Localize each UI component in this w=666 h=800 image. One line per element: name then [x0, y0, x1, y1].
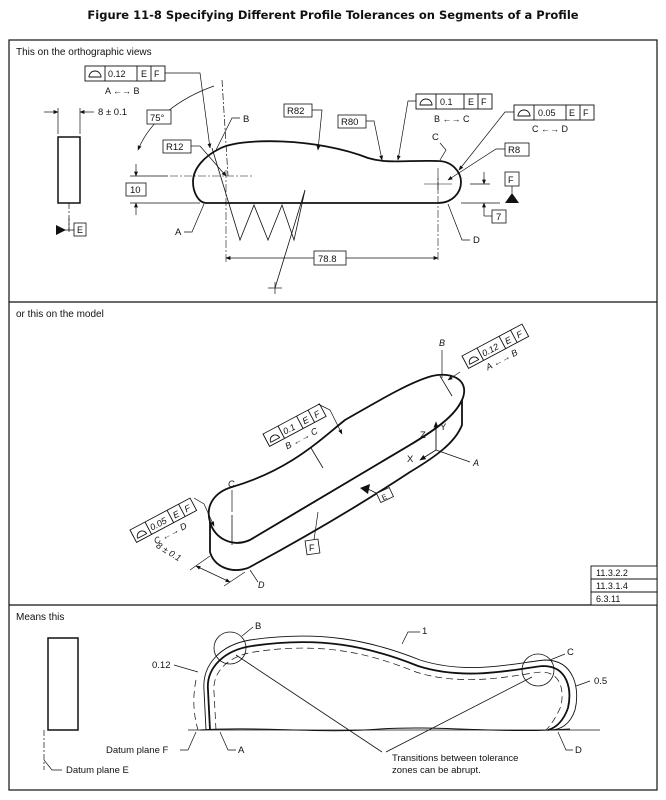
panel-orthographic: This on the orthographic views 8 ± 0.1 E: [16, 47, 595, 294]
panel-model-caption: or this on the model: [16, 309, 104, 320]
ortho-radius-r12: R12: [166, 142, 183, 153]
ortho-fcf-c-d: 0.05 E F C ←→ D: [458, 104, 595, 171]
model-ref-2: 11.3.1.4: [596, 581, 628, 591]
ortho-dim-78-8: 78.8: [318, 254, 337, 265]
ortho-datum-f: F: [508, 175, 514, 185]
model-point-b: B: [439, 338, 445, 348]
svg-text:E: E: [569, 108, 575, 118]
outer-frame: [8, 39, 658, 791]
ortho-fcf-a-b: 0.12 E F A ←→ B: [84, 65, 212, 149]
svg-text:C ←→ D: C ←→ D: [532, 124, 569, 134]
ortho-point-a: A: [175, 227, 182, 238]
means-tol-05: 0.5: [594, 676, 607, 687]
means-datum-e: Datum plane E: [66, 765, 129, 776]
svg-text:F: F: [481, 97, 487, 107]
means-point-a: A: [238, 745, 245, 756]
ortho-dim-10: 10: [130, 185, 141, 196]
ortho-point-d: D: [473, 235, 480, 246]
svg-text:B ←→ C: B ←→ C: [434, 114, 470, 124]
model-axis-x: X: [407, 454, 414, 465]
svg-text:E: E: [301, 414, 312, 426]
svg-text:F: F: [183, 503, 193, 515]
panel-means: Means this Datum plane E Datum plane F 0…: [16, 612, 607, 776]
ortho-radius-r82: R82: [287, 106, 304, 117]
ortho-fcf-b-c: 0.1 E F B ←→ C: [396, 93, 493, 161]
means-tol-012: 0.12: [152, 660, 171, 671]
ortho-dim-7: 7: [496, 212, 501, 223]
means-point-d: D: [575, 745, 582, 756]
svg-text:0.05: 0.05: [538, 108, 556, 118]
model-datum-f: F: [309, 543, 315, 553]
svg-text:E: E: [141, 69, 147, 79]
svg-text:F: F: [312, 408, 322, 420]
model-point-a: A: [472, 458, 479, 468]
svg-text:F: F: [515, 329, 525, 341]
model-reference-box: 11.3.2.2 11.3.1.4 6.3.11: [590, 565, 658, 606]
ortho-profile-outline: [192, 140, 462, 204]
ortho-thickness-dim: 8 ± 0.1: [98, 107, 127, 118]
means-point-b: B: [255, 621, 261, 632]
svg-text:E: E: [171, 508, 182, 520]
ortho-edge-view: [57, 136, 81, 204]
ortho-radius-r8: R8: [508, 145, 520, 156]
means-transition-circle-c: [521, 653, 555, 687]
model-ref-3: 6.3.11: [596, 594, 620, 604]
means-edge-view: [47, 637, 79, 731]
means-profile-true: [207, 641, 571, 731]
svg-text:A ←→ B: A ←→ B: [105, 86, 140, 96]
model-ref-1: 11.3.2.2: [596, 568, 628, 578]
means-note-1: 1: [422, 626, 427, 637]
model-point-c: C: [228, 479, 235, 489]
svg-text:F: F: [154, 69, 160, 79]
means-datum-f: Datum plane F: [106, 745, 169, 756]
ortho-point-c: C: [432, 132, 439, 143]
svg-text:E: E: [468, 97, 474, 107]
ortho-point-b: B: [243, 114, 249, 125]
panel-means-caption: Means this: [16, 612, 64, 623]
means-transition-circle-b: [213, 631, 247, 665]
svg-text:0.1: 0.1: [440, 97, 453, 107]
ortho-angle-75: 75°: [150, 113, 165, 124]
svg-text:E: E: [503, 334, 514, 346]
means-point-c: C: [567, 647, 574, 658]
panel-model: or this on the model F E Z Y X A 8 ± 0.1…: [16, 309, 658, 606]
svg-text:F: F: [583, 108, 589, 118]
model-side-face: [209, 399, 463, 571]
model-axis-z: Z: [420, 430, 426, 441]
model-point-d: D: [258, 580, 265, 590]
panel-ortho-caption: This on the orthographic views: [16, 47, 152, 58]
ortho-radius-r80: R80: [341, 117, 358, 128]
model-fcf-a-b: 0.12 E F A ←→ B: [461, 323, 530, 373]
model-datum-e: E: [380, 492, 388, 502]
means-transitions-line1: Transitions between tolerance: [392, 753, 518, 764]
svg-text:0.12: 0.12: [108, 69, 126, 79]
means-profile-inner: [213, 647, 563, 731]
model-axis-y: Y: [440, 422, 447, 433]
means-transitions-line2: zones can be abrupt.: [392, 765, 481, 776]
figure-title: Figure 11-8 Specifying Different Profile…: [87, 8, 579, 22]
ortho-datum-e: E: [77, 225, 83, 235]
means-profile-outer: [203, 635, 578, 731]
